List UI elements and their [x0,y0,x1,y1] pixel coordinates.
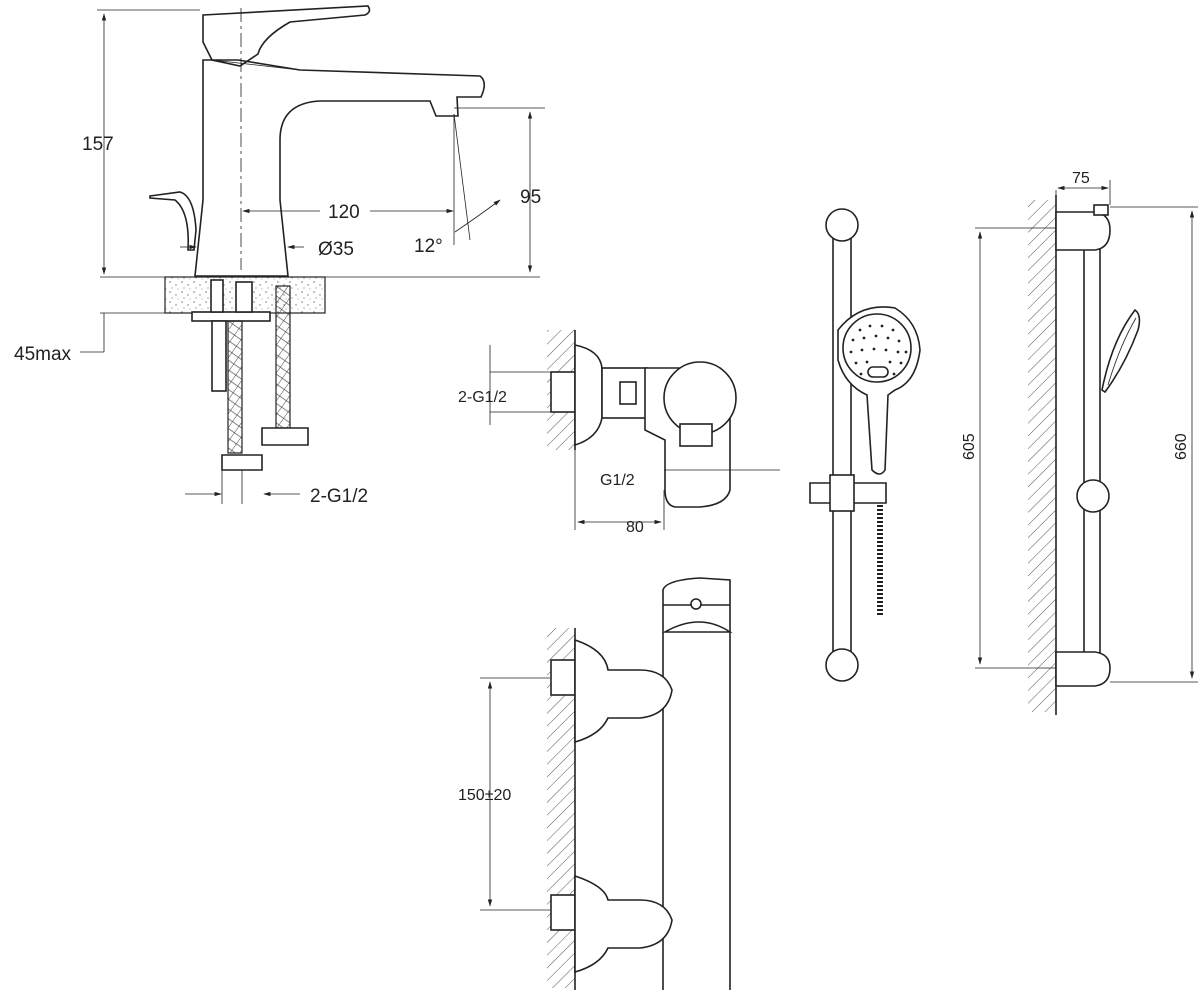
hand-shower-side [1101,308,1141,394]
bottom-bracket-side [1055,651,1111,687]
mixer-depth-label: 80 [626,519,644,536]
height-dimension-label: 157 [82,134,114,155]
upper-eccentric [574,638,673,744]
shower-rail-front-drawing [809,208,921,682]
mounting-plate [191,311,271,322]
spout-height-label: 95 [520,187,541,208]
top-bracket-side [1055,211,1111,251]
braided-hose-2 [275,285,291,429]
bracket-spacing-label: 605 [961,433,978,460]
lower-eccentric [574,874,673,974]
side-connection-label: 2-G1/2 [458,389,507,406]
outlet-connection-label: G1/2 [600,472,635,489]
shower-mixer-side-drawing: 80 G1/2 2-G1/2 [458,330,780,536]
diameter-label: Ø35 [318,239,354,260]
top-bracket-front [825,208,859,242]
mixer-body [194,59,486,277]
overall-height-label: 660 [1173,433,1190,460]
shower-rail-side-drawing: 75 605 660 [961,170,1198,715]
wall-flange-side [574,344,603,447]
braided-hose-1 [227,320,243,454]
spray-angle-label: 12° [414,236,443,257]
basin-connection-label: 2-G1/2 [310,486,368,507]
center-distance-label: 150±20 [458,787,511,804]
wall-hatch-rail [1028,200,1056,712]
mixer-lever [202,5,371,67]
basin-mixer-drawing: 157 45max 120 Ø35 95 12° 2-G1/2 [14,5,545,507]
mixer-body-front [662,577,731,990]
rail-side [1083,214,1101,678]
bottom-bracket-front [825,648,859,682]
spout-reach-label: 120 [328,202,360,223]
shower-mixer-front-drawing: 150±20 [458,577,733,990]
wall-distance-label: 75 [1072,170,1090,187]
pop-up-rod [149,191,197,251]
spray-nozzles [849,324,908,376]
slide-rail [832,224,852,666]
slider-side [1076,479,1110,513]
counter-thickness-label: 45max [14,344,72,365]
